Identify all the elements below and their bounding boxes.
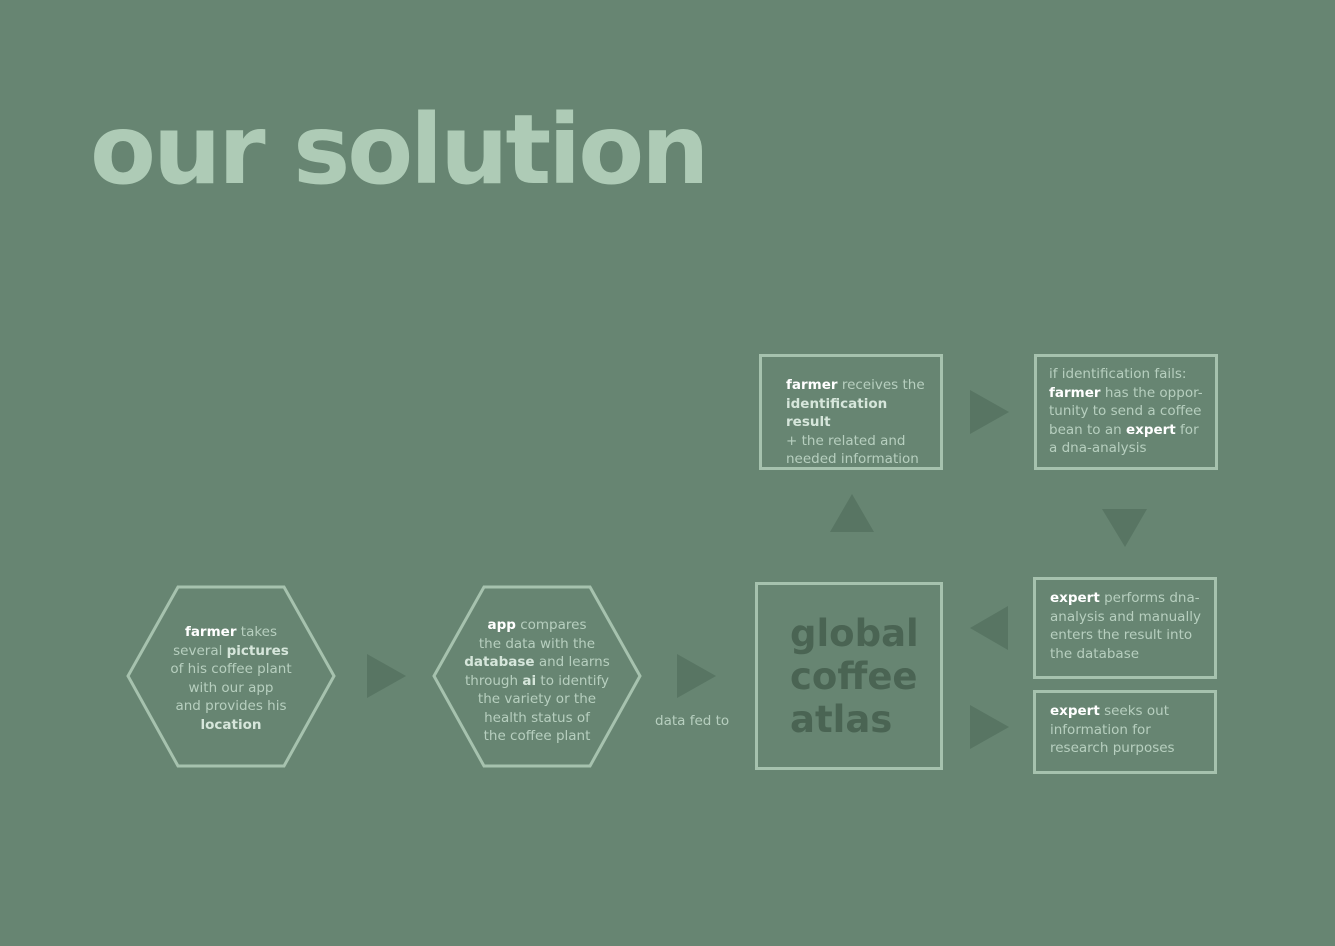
node-farmer-receives: farmer receives the identification resul… [786, 377, 925, 467]
arrow-left-icon [970, 606, 1008, 650]
arrow-right-icon [367, 654, 406, 698]
arrow-right-icon [677, 654, 716, 698]
box-expert-performs [1033, 577, 1217, 679]
box-if-fails [1034, 354, 1218, 470]
box-farmer-receives [759, 354, 943, 470]
node-if-identification-fails: if identification fails: farmer has the … [1049, 366, 1203, 456]
node-app-compares: app compares the data with the database … [464, 617, 610, 744]
node-expert-seeks: expert seeks out information for researc… [1050, 703, 1175, 756]
arrow-down-icon [1102, 509, 1147, 547]
node-farmer-takes: farmer takes several pictures of his cof… [170, 624, 292, 733]
box-expert-seeks [1033, 690, 1217, 774]
box-global-atlas [755, 582, 943, 770]
node-expert-performs: expert performs dna- analysis and manual… [1050, 590, 1201, 662]
hexagon-farmer-takes [126, 585, 336, 768]
arrow-right-icon [970, 390, 1009, 434]
edge-label-data-fed-to: data fed to [655, 713, 730, 729]
hexagon-app-compares [432, 585, 642, 768]
node-global-coffee-atlas: global coffee atlas [790, 612, 919, 741]
arrow-up-icon [830, 494, 874, 532]
page-title: our solution [90, 94, 709, 206]
arrow-right-icon [970, 705, 1009, 749]
